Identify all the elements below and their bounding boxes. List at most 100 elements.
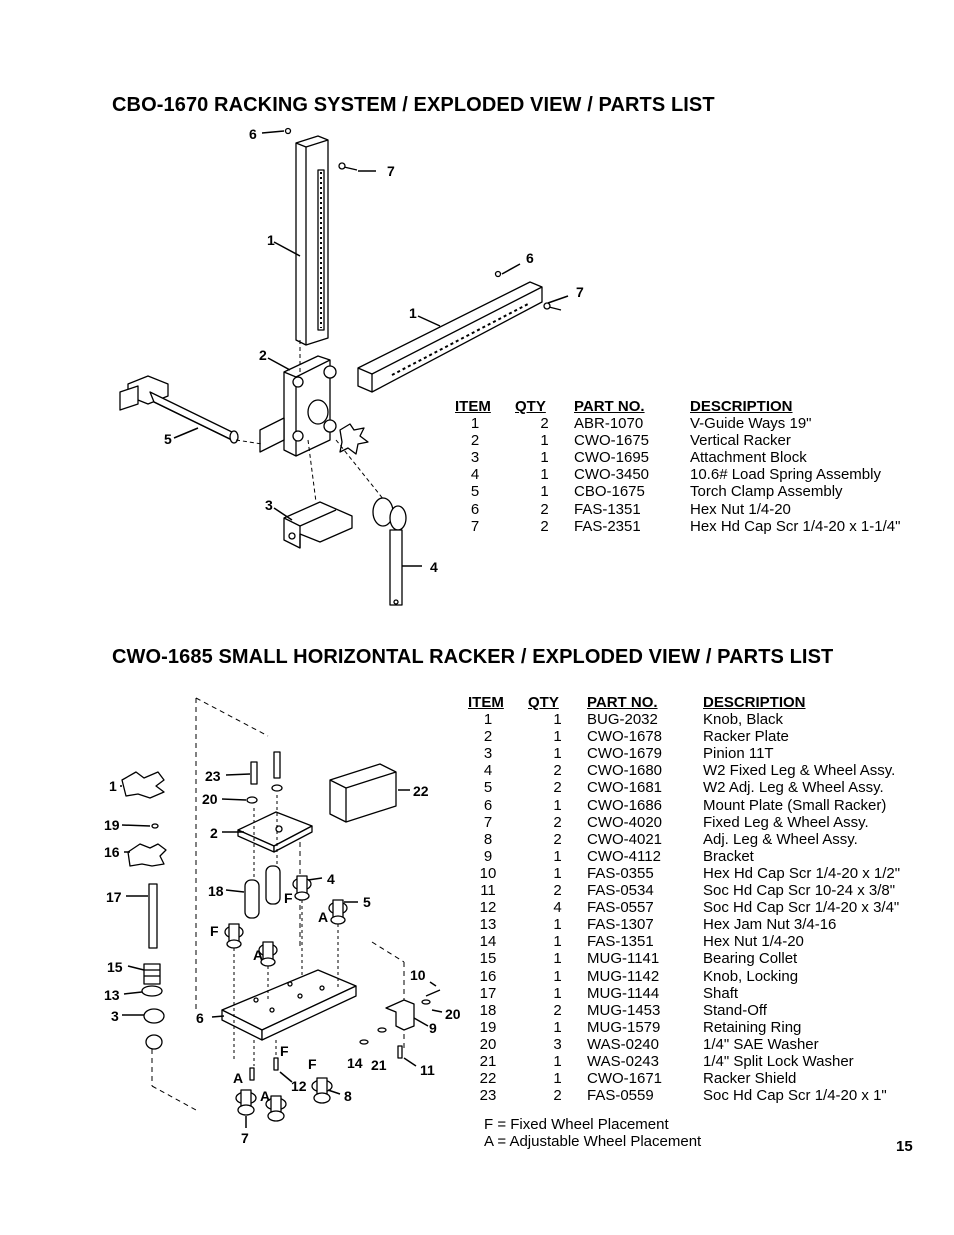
part-number: MUG-1579 [587, 1018, 661, 1036]
part-item-number: 7 [470, 517, 480, 535]
part-number: CWO-4112 [587, 847, 661, 865]
part-number: FAS-0534 [587, 882, 654, 900]
callout-a-1: A [253, 947, 264, 963]
part-quantity: 1 [553, 745, 562, 763]
part-quantity: 1 [553, 933, 562, 951]
part-quantity: 2 [540, 500, 549, 518]
part-quantity: 2 [553, 813, 562, 831]
part-description: Bracket [703, 847, 754, 865]
part-description: Soc Hd Cap Scr 10-24 x 3/8" [703, 882, 896, 900]
callout-19: 19 [104, 817, 120, 833]
part-description: V-Guide Ways 19" [690, 415, 812, 433]
header-item: ITEM [468, 694, 504, 711]
callout-6-right: 6 [526, 250, 534, 266]
page-number: 15 [896, 1138, 913, 1155]
callout-3: 3 [265, 497, 273, 513]
part-quantity: 1 [540, 466, 549, 484]
part-quantity: 1 [553, 864, 562, 882]
part-item-number: 2 [483, 728, 493, 746]
part-quantity: 2 [540, 415, 549, 433]
part-item-number: 5 [483, 779, 493, 797]
part-description: Racker Shield [703, 1070, 797, 1088]
part-number: CWO-3450 [574, 466, 650, 484]
header-desc: DESCRIPTION [690, 398, 793, 415]
part-item-number: 21 [479, 1052, 497, 1070]
part-number: CWO-1671 [587, 1070, 663, 1088]
callout-2: 2 [210, 825, 218, 841]
callout-9: 9 [429, 1020, 437, 1036]
load-spring-assembly [372, 497, 407, 606]
callout-16: 16 [104, 844, 120, 860]
part-description: Stand-Off [703, 1001, 767, 1019]
part-number: CWO-1675 [574, 432, 650, 450]
callout-3: 3 [111, 1008, 119, 1024]
part-quantity: 1 [553, 847, 562, 865]
callout-1-horizontal: 1 [409, 305, 417, 321]
parts-list-1-header: ITEM QTY PART NO. DESCRIPTION [455, 398, 900, 415]
part-quantity: 1 [553, 1018, 562, 1036]
callout-4: 4 [327, 871, 335, 887]
part-quantity: 1 [553, 1070, 562, 1088]
part-description: W2 Adj. Leg & Wheel Assy. [703, 779, 884, 797]
callout-15: 15 [107, 959, 123, 975]
part-quantity: 1 [553, 711, 562, 729]
part-number: CWO-1695 [574, 449, 650, 467]
part-item-number: 14 [479, 933, 497, 951]
part-description: Hex Hd Cap Scr 1/4-20 x 1-1/4" [690, 517, 901, 535]
part-description: W2 Fixed Leg & Wheel Assy. [703, 762, 896, 780]
part-quantity: 1 [540, 483, 549, 501]
part-quantity: 1 [553, 916, 562, 934]
callout-17: 17 [106, 889, 122, 905]
part-item-number: 20 [479, 1035, 497, 1053]
callout-2: 2 [259, 347, 267, 363]
part-number: FAS-0559 [587, 1087, 654, 1105]
part-item-number: 6 [483, 796, 493, 814]
part-description: Vertical Racker [690, 432, 791, 450]
part-description: Shaft [703, 984, 739, 1002]
part-number: CWO-1678 [587, 728, 663, 746]
callout-14: 14 [347, 1055, 363, 1071]
callout-20-left: 20 [202, 791, 218, 807]
part-quantity: 2 [553, 762, 562, 780]
part-item-number: 12 [479, 899, 497, 917]
attachment-block [283, 501, 353, 549]
v-guide-way-horizontal [357, 281, 543, 393]
part-description: Fixed Leg & Wheel Assy. [703, 813, 869, 831]
part-description: Pinion 11T [703, 745, 774, 763]
callout-10: 10 [410, 967, 426, 983]
callout-23: 23 [205, 768, 221, 784]
header-qty: QTY [528, 694, 559, 711]
callout-1-vertical: 1 [267, 232, 275, 248]
part-item-number: 1 [483, 711, 493, 729]
part-item-number: 5 [470, 483, 480, 501]
part-quantity: 1 [540, 449, 549, 467]
part-number: FAS-0557 [587, 899, 654, 917]
part-item-number: 10 [479, 864, 497, 882]
header-item: ITEM [455, 398, 491, 415]
callout-f-3: F [280, 1043, 289, 1059]
part-item-number: 2 [470, 432, 480, 450]
part-description: Bearing Collet [703, 950, 798, 968]
part-description: Mount Plate (Small Racker) [703, 796, 887, 814]
part-description: 1/4" SAE Washer [703, 1035, 819, 1053]
part-number: CWO-1681 [587, 779, 663, 797]
part-description: Hex Nut 1/4-20 [690, 500, 791, 518]
part-description: Hex Nut 1/4-20 [703, 933, 804, 951]
header-part: PART NO. [587, 694, 658, 711]
part-description: Hex Jam Nut 3/4-16 [703, 916, 837, 934]
part-item-number: 7 [483, 813, 493, 831]
part-number: CWO-1686 [587, 796, 663, 814]
part-quantity: 1 [553, 728, 562, 746]
legend-adjustable: A = Adjustable Wheel Placement [484, 1133, 702, 1150]
callout-1: 1 [109, 778, 117, 794]
